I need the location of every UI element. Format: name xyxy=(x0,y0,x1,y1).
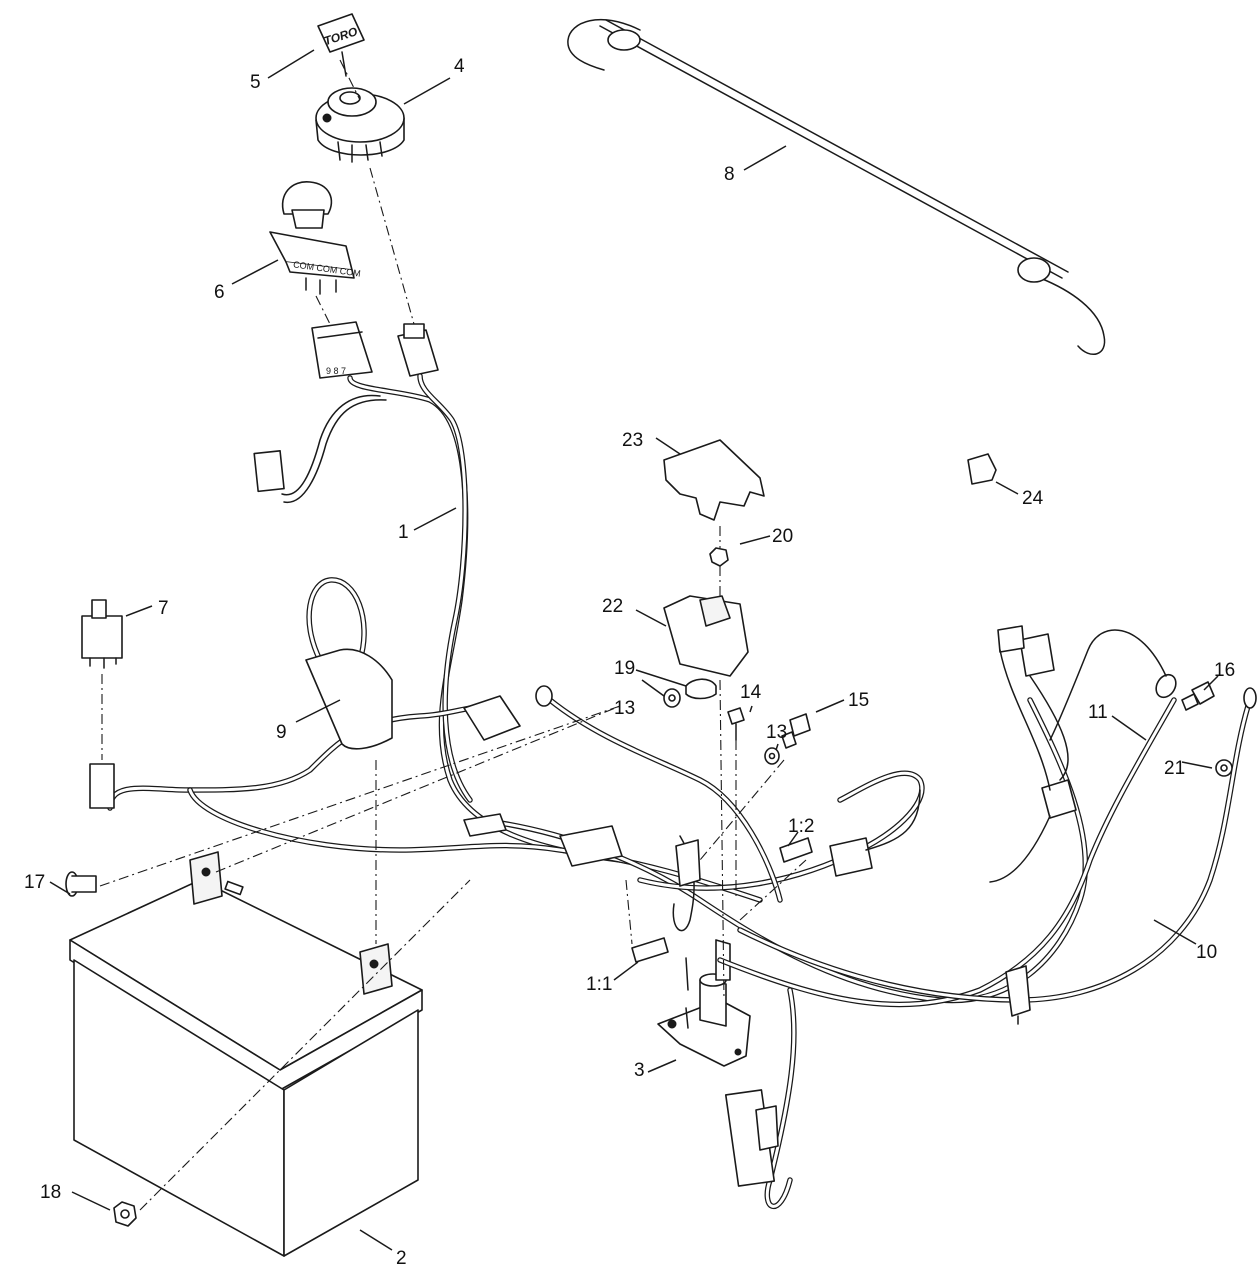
ignition-connector xyxy=(397,323,439,377)
part-6-pto-switch: COM COM COM xyxy=(269,181,361,295)
part-18-nut xyxy=(113,1201,137,1227)
part-21-washer xyxy=(1215,759,1233,777)
callout-4: 4 xyxy=(454,56,465,77)
part-11-battery-cable xyxy=(717,629,1177,1008)
callout-24: 24 xyxy=(1022,488,1044,509)
leader-lines xyxy=(49,49,1219,1251)
callout-17: 17 xyxy=(24,872,45,893)
part-15-screw xyxy=(781,713,811,749)
part-7-relay xyxy=(81,599,123,669)
callout-6: 6 xyxy=(214,282,225,303)
callout-10: 10 xyxy=(1196,942,1217,963)
part-17-bolt xyxy=(65,871,97,897)
part-22-fuse-holder xyxy=(663,595,749,677)
callout-7: 7 xyxy=(158,598,169,619)
callout-9: 9 xyxy=(276,722,287,743)
part-24-connector xyxy=(967,453,997,485)
connector-pin-text: 9 8 7 xyxy=(326,366,346,376)
callout-19: 19 xyxy=(614,658,635,679)
callout-8: 8 xyxy=(724,164,735,185)
callout-3: 3 xyxy=(634,1060,645,1081)
part-19-wing-nut xyxy=(685,678,717,700)
alignment-lines xyxy=(99,59,807,1211)
part-4-ignition-switch xyxy=(315,87,405,163)
callout-21: 21 xyxy=(1164,758,1185,779)
part-3-solenoid xyxy=(657,939,751,1067)
callout-1: 1 xyxy=(398,522,409,543)
ring-terminal-cable xyxy=(535,685,783,932)
callout-23: 23 xyxy=(622,430,643,451)
part-14-screw xyxy=(727,707,745,741)
callout-13b: 13 xyxy=(766,722,787,743)
callout-18: 18 xyxy=(40,1182,61,1203)
callout-2: 2 xyxy=(396,1248,407,1269)
part-13-washer-right xyxy=(764,747,780,765)
pto-connector: 9 8 7 xyxy=(311,321,373,379)
part-2-battery xyxy=(69,851,423,1257)
callout-13a: 13 xyxy=(614,698,635,719)
callout-11: 11 xyxy=(1088,702,1108,723)
callout-5: 5 xyxy=(250,72,261,93)
part-23-fuse-cover xyxy=(663,439,765,521)
callout-20: 20 xyxy=(772,526,793,547)
part-16-bolt xyxy=(1181,681,1215,711)
callout-14: 14 xyxy=(740,682,762,703)
part-5-key: TORO xyxy=(317,13,365,77)
part-8-rod-assembly xyxy=(567,18,1106,356)
callout-22: 22 xyxy=(602,596,623,617)
callout-1-1: 1:1 xyxy=(586,974,612,995)
callout-labels: 1 2 3 4 5 6 7 8 9 10 11 13 13 14 15 16 1… xyxy=(24,56,1235,1269)
part-20-nut xyxy=(709,547,729,567)
part-1-wire-harness xyxy=(89,373,1089,1209)
part-13-washer-left xyxy=(663,688,681,708)
part-9-terminal-boot xyxy=(305,577,393,750)
part-10-ground-cable xyxy=(737,687,1257,1025)
part-1-1-fuse xyxy=(631,937,669,963)
callout-15: 15 xyxy=(848,690,869,711)
callout-16: 16 xyxy=(1214,660,1235,681)
part-1-2-fuse xyxy=(779,837,813,863)
callout-1-2: 1:2 xyxy=(788,816,814,837)
